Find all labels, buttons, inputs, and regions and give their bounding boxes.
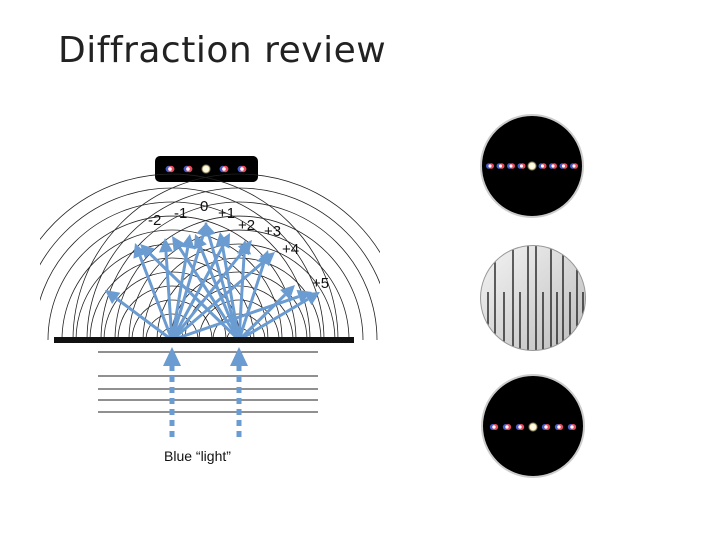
order-arrow-head: [158, 238, 173, 253]
panel-bottom-center-spot: [528, 422, 538, 432]
order-arrow-head: [193, 234, 207, 250]
order-arrow-head: [280, 285, 295, 300]
pattern-panel-top: [480, 114, 584, 218]
wavefront-arc: [40, 201, 311, 340]
panel-bottom-spot-core: [505, 425, 509, 429]
panel-bottom-spot-core: [518, 425, 522, 429]
order-arrow-shaft: [178, 246, 241, 341]
wavefront-arc: [47, 215, 297, 340]
incident-arrowhead-right: [230, 347, 248, 366]
order-arrow-head: [172, 236, 186, 252]
order-arrow-shaft: [138, 255, 174, 341]
order-label-0: 0: [200, 198, 209, 215]
panel-top-center-spot: [527, 161, 537, 171]
order-arrow-shaft: [198, 246, 241, 341]
incident-arrowhead-left: [163, 347, 181, 366]
grating-panel: [480, 245, 586, 351]
wavefront-arc: [61, 229, 283, 340]
order-arrow-shaft: [170, 249, 245, 341]
order-label-plus-3: +3: [264, 223, 282, 240]
order-arrows: [105, 222, 320, 342]
wavefront-arc: [145, 313, 199, 340]
order-arrow-shaft: [170, 234, 205, 341]
order-label-plus-4: +4: [282, 241, 300, 258]
order-arrow-head: [237, 240, 252, 255]
order-arrow-shaft: [164, 251, 174, 341]
order-arrow-head: [105, 290, 121, 304]
wavefront-arc: [142, 243, 336, 340]
panel-top-spot-core: [519, 164, 524, 168]
strip-center-spot: [201, 164, 211, 174]
order-arrow-shaft: [170, 247, 190, 341]
wavefront-arc: [100, 201, 378, 340]
plane-waves: [98, 351, 318, 413]
incident-beams: [163, 347, 248, 437]
strip-spot-core: [168, 167, 172, 171]
panel-bottom-spot-core: [570, 425, 574, 429]
panel-top-spot-core: [561, 164, 566, 168]
order-arrow-shaft: [115, 297, 173, 342]
order-arrow-shaft: [220, 245, 241, 341]
wavefront-arc: [117, 285, 227, 340]
wavefront-arc: [114, 215, 364, 340]
slide-title: Diffraction review: [58, 30, 387, 71]
order-label-plus-1: +1: [218, 205, 236, 222]
panel-top-spot-core: [572, 164, 576, 168]
incident-light-caption: Blue “light”: [164, 448, 231, 464]
pattern-panel-bottom: [481, 374, 585, 478]
wavefront-arc: [128, 229, 350, 340]
order-arrow-shaft: [238, 297, 309, 342]
order-arrow-shaft: [171, 259, 266, 342]
order-arrow-shaft: [237, 253, 246, 341]
panel-top-spot-core: [498, 164, 503, 168]
order-label-plus-2: +2: [238, 217, 256, 234]
strip-spot-core: [222, 167, 226, 171]
order-arrow-head: [202, 222, 216, 238]
order-arrow-shaft: [207, 235, 241, 341]
order-label-plus-5: +5: [312, 275, 330, 292]
panel-top-spot-core: [540, 164, 545, 168]
panel-bottom-spot-core: [557, 425, 561, 429]
panel-top-spot-core: [509, 164, 513, 168]
wavefront-arc: [198, 299, 280, 340]
wavefront-arc: [86, 187, 380, 340]
order-arrow-head: [133, 243, 147, 259]
order-arrow-shaft: [149, 252, 241, 342]
panel-top-spot-core: [551, 164, 555, 168]
panel-top-spot-core: [488, 164, 492, 168]
strip-spot-core: [186, 167, 190, 171]
order-arrow-head: [140, 244, 155, 259]
order-label-minus-1: -1: [174, 205, 188, 222]
panel-bottom-spot-core: [544, 425, 548, 429]
wavefront-arc: [212, 313, 266, 340]
order-arrow-shaft: [237, 293, 287, 342]
order-arrow-shaft: [237, 262, 266, 341]
small-pattern-strip: [155, 156, 258, 182]
panel-bottom-spot-core: [492, 425, 496, 429]
order-arrow-head: [257, 250, 271, 266]
wavefront-arc: [89, 257, 255, 340]
wavefront-arc: [72, 173, 380, 340]
wavefront-arc: [40, 173, 339, 340]
order-arrow-head: [215, 232, 230, 248]
wavefront-arc: [131, 299, 213, 340]
order-label-minus-2: -2: [148, 212, 162, 229]
order-arrow-head: [304, 292, 320, 306]
order-arrow-head: [180, 234, 195, 249]
wavefront-arc: [75, 243, 269, 340]
slit-barrier: [54, 337, 354, 343]
strip-spot-core: [240, 167, 244, 171]
